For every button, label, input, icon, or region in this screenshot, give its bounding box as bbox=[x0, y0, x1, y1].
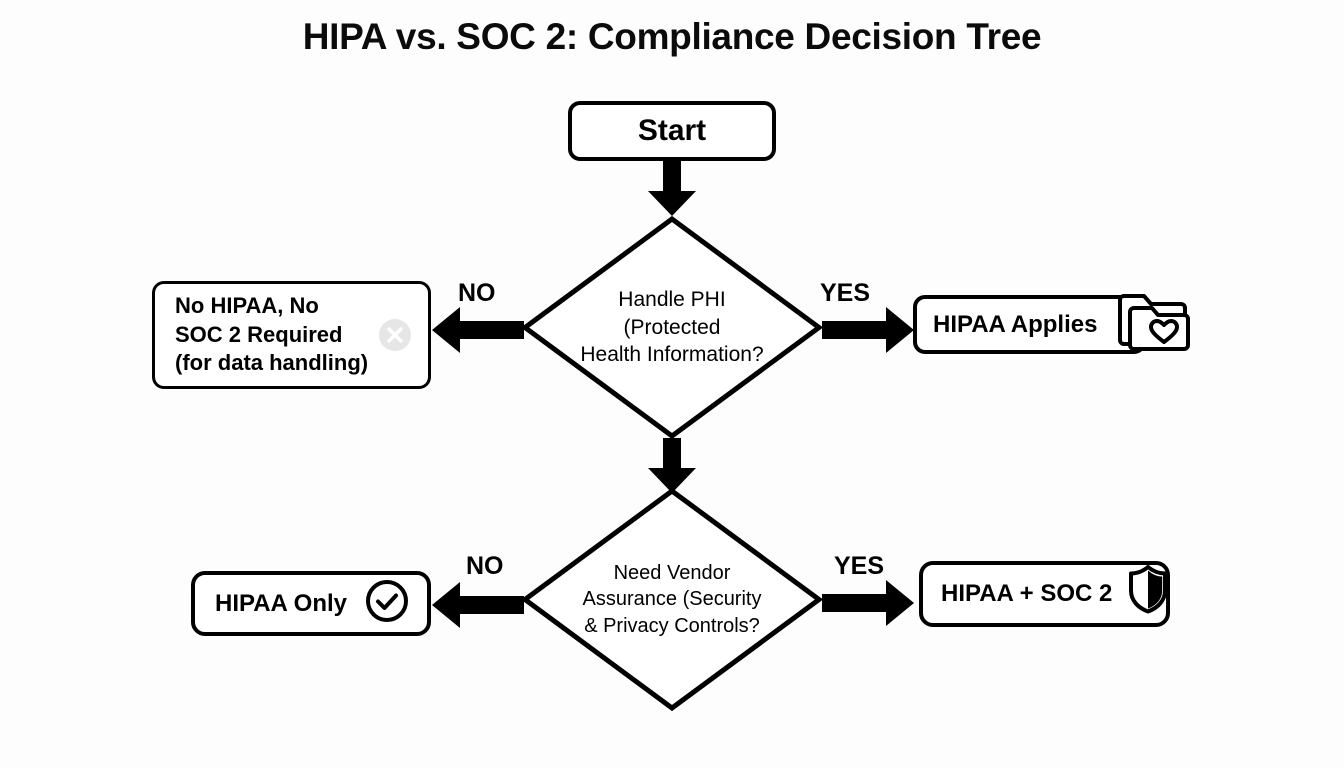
edge-label-vendor-no: NO bbox=[466, 552, 504, 580]
arrow-phi-no bbox=[430, 305, 526, 355]
edge-label-phi-no: NO bbox=[458, 279, 496, 307]
node-decision-vendor-assurance[interactable]: Need Vendor Assurance (Security & Privac… bbox=[521, 487, 823, 712]
edge-label-vendor-yes: YES bbox=[834, 552, 885, 580]
edge-label-phi-yes: YES bbox=[820, 279, 871, 307]
node-hipaa-applies[interactable]: HIPAA Applies bbox=[913, 295, 1146, 354]
arrow-vendor-no bbox=[430, 580, 526, 630]
shield-icon bbox=[1127, 564, 1169, 614]
node-hipaa-plus-soc2-label: HIPAA + SOC 2 bbox=[941, 580, 1113, 608]
node-no-hipaa-no-soc2-label: No HIPAA, No SOC 2 Required (for data ha… bbox=[175, 293, 369, 376]
x-circle-icon bbox=[378, 318, 412, 352]
node-no-hipaa-no-soc2[interactable]: No HIPAA, No SOC 2 Required (for data ha… bbox=[152, 281, 431, 389]
node-hipaa-applies-label: HIPAA Applies bbox=[933, 310, 1098, 338]
folder-heart-icon bbox=[1118, 286, 1192, 358]
node-start[interactable]: Start bbox=[568, 101, 776, 161]
check-circle-icon bbox=[363, 577, 411, 625]
node-hipaa-plus-soc2[interactable]: HIPAA + SOC 2 bbox=[919, 561, 1170, 627]
arrow-vendor-yes bbox=[820, 578, 916, 628]
page-title: HIPA vs. SOC 2: Compliance Decision Tree bbox=[302, 16, 1042, 57]
node-decision-handle-phi[interactable]: Handle PHI (Protected Health Information… bbox=[521, 215, 823, 440]
arrow-phi-to-vendor bbox=[646, 438, 698, 494]
arrow-phi-yes bbox=[820, 305, 916, 355]
node-start-label: Start bbox=[637, 113, 707, 147]
node-hipaa-only-label: HIPAA Only bbox=[215, 589, 348, 617]
arrow-start-to-phi bbox=[646, 161, 698, 217]
